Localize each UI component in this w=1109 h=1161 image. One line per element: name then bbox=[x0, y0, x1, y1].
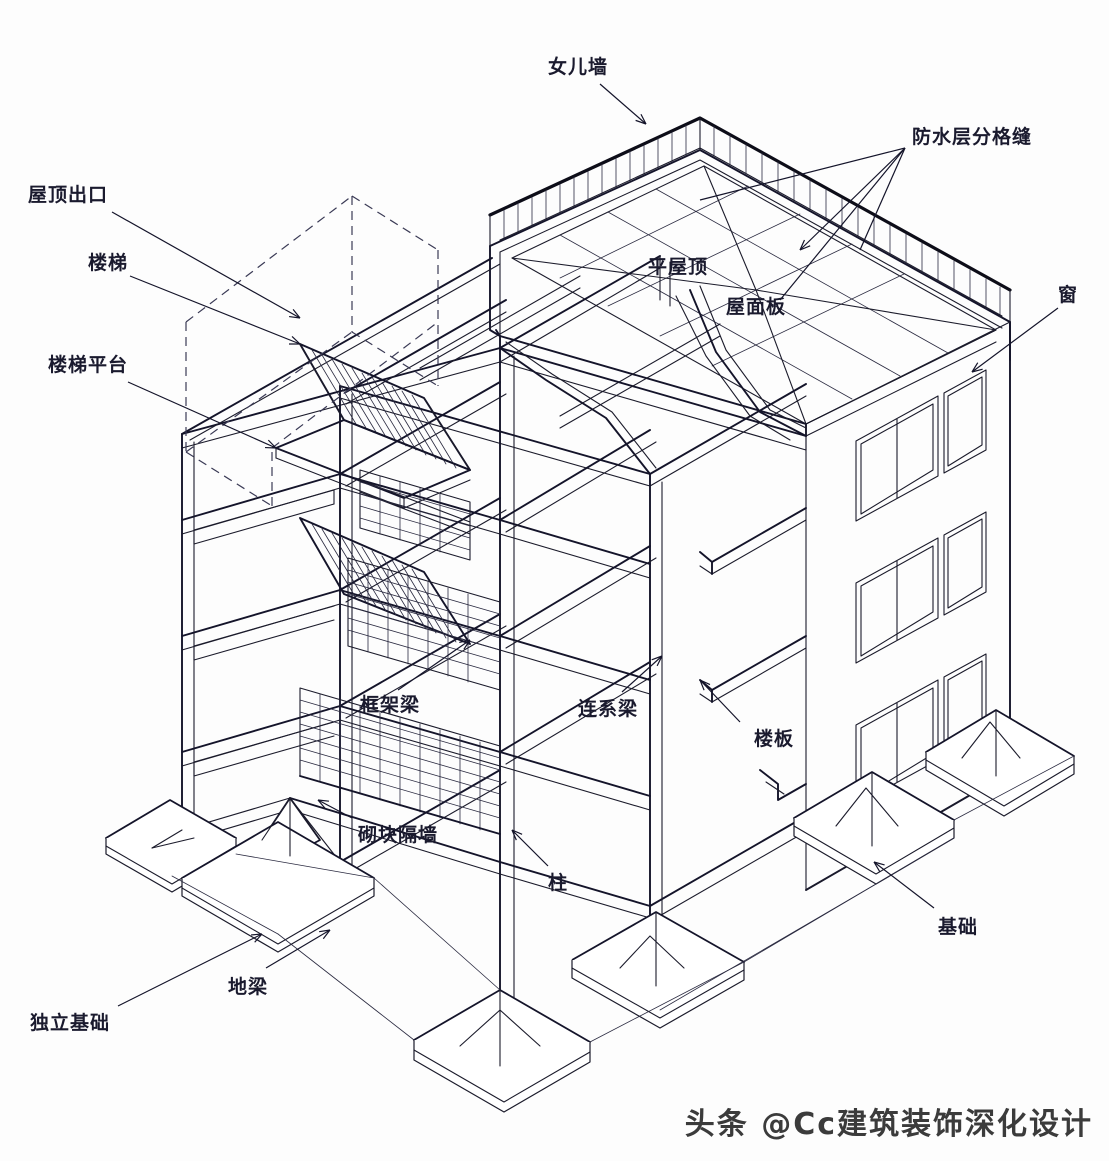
parapet-group bbox=[488, 116, 1012, 361]
leader-column bbox=[511, 829, 549, 867]
leader-tie-beam bbox=[621, 655, 663, 693]
label-roof-slab: 屋面板 bbox=[726, 296, 787, 318]
leader-arrow-stair-landing bbox=[264, 439, 277, 449]
label-parapet: 女儿墙 bbox=[548, 56, 609, 78]
leader-arrow-column bbox=[511, 829, 523, 841]
leader-ground-beam bbox=[265, 929, 331, 969]
label-column: 柱 bbox=[548, 872, 569, 894]
leader-waterproof-fan-0 bbox=[699, 147, 906, 201]
leader-waterproof-fan-2 bbox=[859, 147, 906, 251]
ground-lines bbox=[171, 755, 1075, 1043]
label-waterproof-joint: 防水层分格缝 bbox=[912, 126, 1033, 148]
leader-arrow-window bbox=[971, 362, 983, 373]
leader-waterproof bbox=[799, 147, 906, 251]
leader-roof-exit bbox=[111, 211, 301, 319]
leader-floor-slab bbox=[699, 679, 741, 723]
label-stairs: 楼梯 bbox=[88, 252, 129, 274]
leader-foundation bbox=[873, 861, 935, 909]
label-window: 窗 bbox=[1058, 284, 1079, 306]
label-flat-roof: 平屋顶 bbox=[648, 256, 709, 278]
leader-window bbox=[971, 307, 1059, 373]
leader-stairs bbox=[129, 275, 301, 345]
leader-isolated-found bbox=[117, 933, 263, 1007]
leader-arrow-roof-exit bbox=[289, 309, 301, 319]
label-ground-beam: 地梁 bbox=[228, 976, 269, 998]
floor-slab-returns bbox=[699, 507, 807, 801]
label-roof-exit: 屋顶出口 bbox=[28, 184, 109, 206]
leader-waterproof-fan-1 bbox=[779, 147, 906, 301]
leader-arrow-waterproof bbox=[799, 239, 811, 251]
leader-stair-landing bbox=[127, 381, 277, 449]
leader-arrow-frame-beam bbox=[459, 639, 471, 650]
leader-arrow-tie-beam bbox=[651, 655, 663, 667]
label-leader-lines bbox=[111, 83, 1059, 1007]
leader-arrow-ground-beam bbox=[319, 929, 331, 940]
label-floor-slab: 楼板 bbox=[754, 728, 795, 750]
roof-exit-dashed-box bbox=[185, 195, 439, 507]
label-stair-landing: 楼梯平台 bbox=[48, 354, 129, 376]
label-tie-beam: 连系梁 bbox=[578, 698, 639, 720]
watermark-text: 头条 @Cc建筑装饰深化设计 bbox=[684, 1107, 1093, 1142]
leader-arrow-foundation bbox=[873, 861, 885, 872]
label-foundation: 基础 bbox=[938, 916, 979, 938]
leader-frame-beam bbox=[397, 639, 471, 691]
block-partition-walls bbox=[299, 469, 501, 835]
label-block-wall: 砌块隔墙 bbox=[358, 824, 439, 846]
flat-roof-surface bbox=[511, 165, 997, 425]
leader-arrow-isolated-found bbox=[250, 933, 263, 943]
leader-parapet bbox=[599, 83, 647, 125]
label-isolated-foundation: 独立基础 bbox=[30, 1012, 111, 1034]
leader-block-wall bbox=[317, 799, 353, 819]
foundations-group bbox=[105, 709, 1075, 1113]
leader-arrow-parapet bbox=[635, 113, 647, 125]
leader-arrow-floor-slab bbox=[699, 679, 711, 691]
leader-arrow-stairs bbox=[288, 335, 301, 345]
roof-slab-edge bbox=[495, 329, 997, 437]
staircase-group bbox=[275, 343, 471, 645]
label-frame-beam: 框架梁 bbox=[360, 694, 421, 716]
leader-arrow-block-wall bbox=[317, 799, 330, 809]
